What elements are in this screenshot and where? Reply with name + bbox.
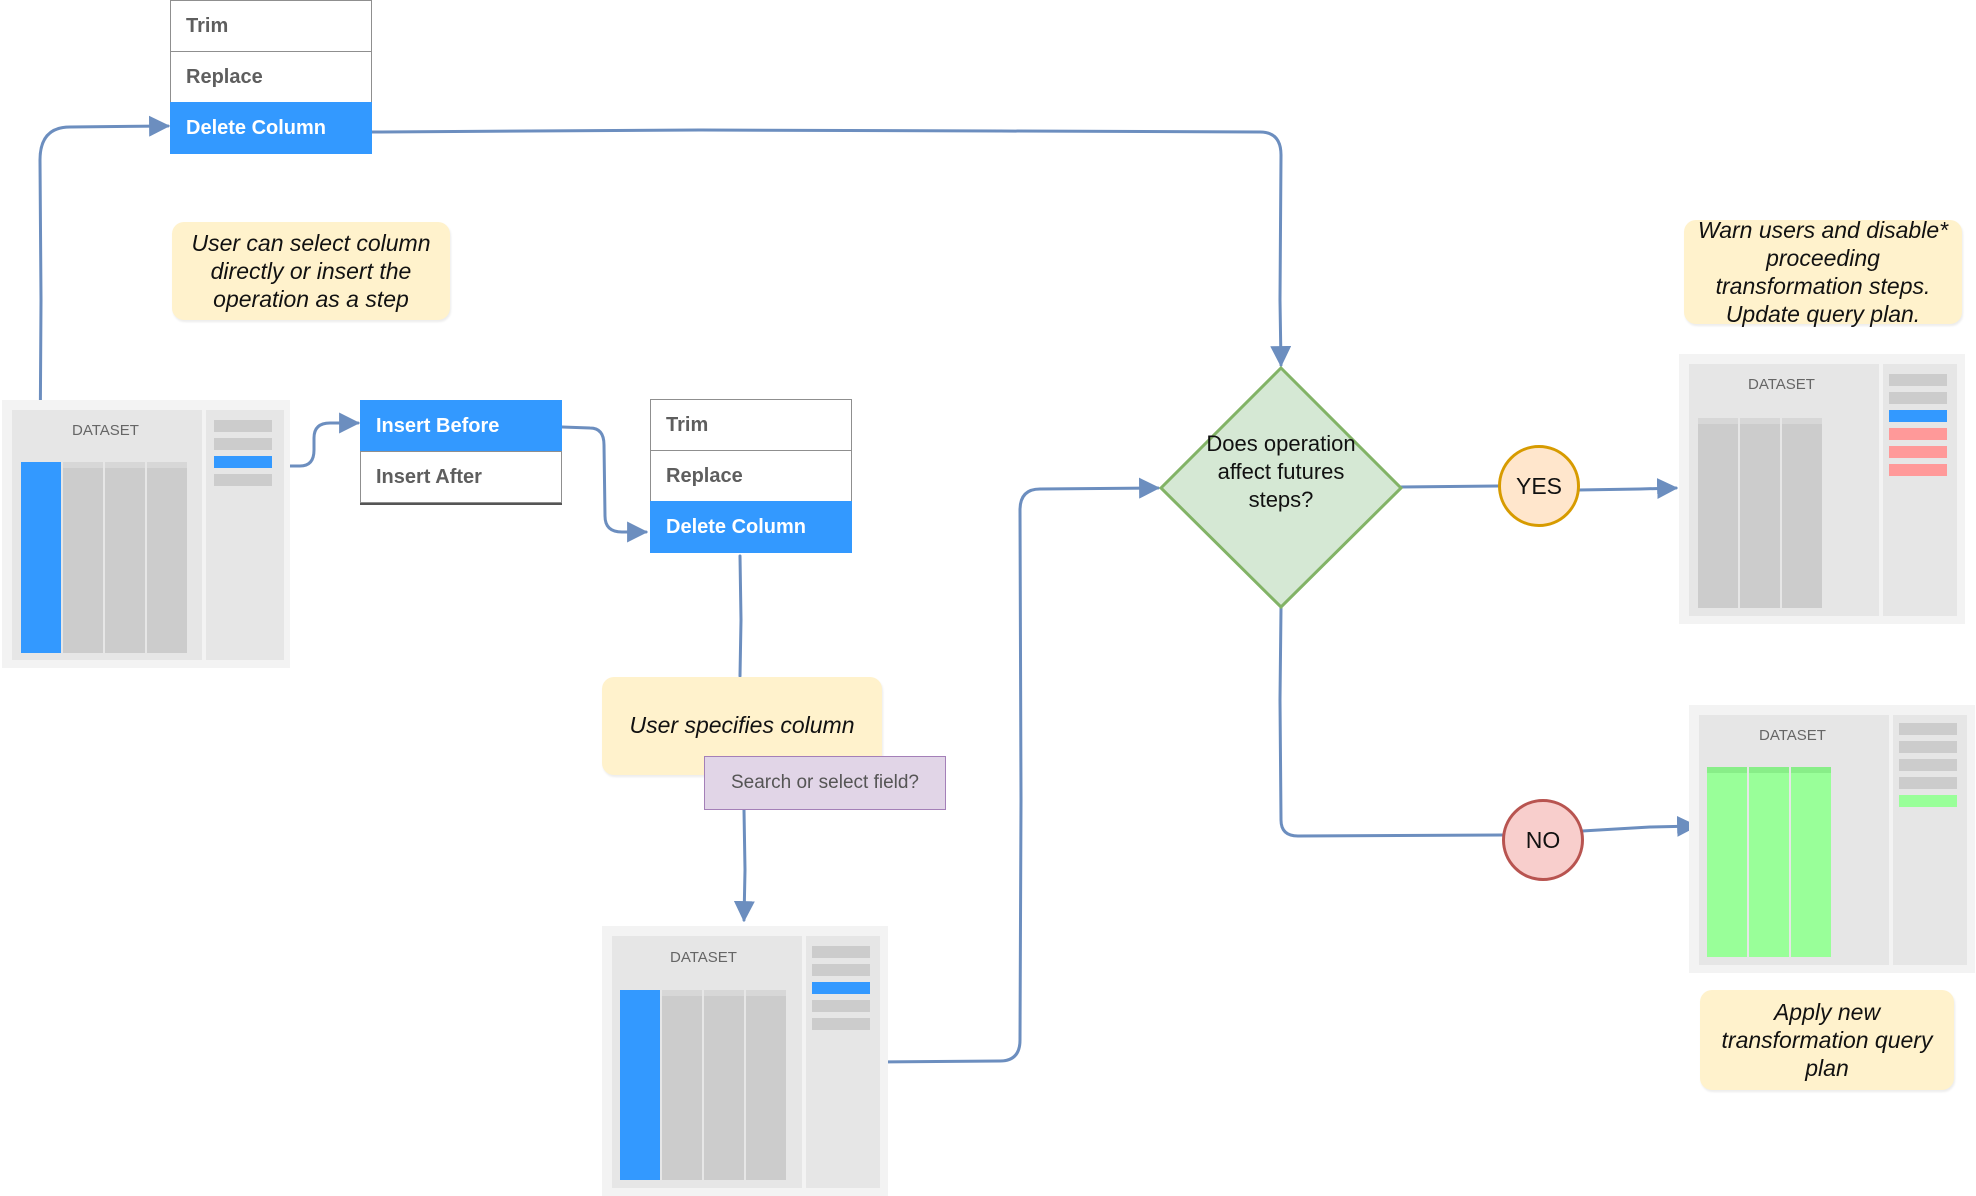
dataset-column[interactable] [105,462,145,653]
sidebar-step[interactable] [1889,392,1947,404]
sidebar-step-new[interactable] [1899,795,1957,807]
dataset-column[interactable] [1749,767,1789,957]
sidebar-step[interactable] [812,1018,870,1030]
menu-item-trim[interactable]: Trim [650,399,852,451]
connector-top-menu-to-decision [370,128,1292,368]
menu-item-replace[interactable]: Replace [170,51,372,103]
dataset-column[interactable] [746,990,786,1180]
sidebar-step-disabled[interactable] [1889,464,1947,476]
dataset-sidebar [206,410,284,660]
dataset-column[interactable] [704,990,744,1180]
dataset-title: DATASET [72,422,139,439]
middle-operations-menu: Trim Replace Delete Column [650,399,852,553]
connector-middle-menu-to-note [738,554,743,678]
dataset-mockup: DATASET [602,926,888,1196]
menu-item-replace[interactable]: Replace [650,450,852,502]
dataset-column-selected[interactable] [620,990,660,1180]
decision-question: Does operation affect futures steps? [1206,431,1356,512]
yes-branch-circle: YES [1498,445,1580,527]
search-field-input[interactable]: Search or select field? [704,756,946,810]
sidebar-step-selected[interactable] [214,456,272,468]
connector-yes-to-warn-dataset [1576,478,1679,500]
sidebar-step[interactable] [812,1000,870,1012]
menu-item-insert-before[interactable]: Insert Before [360,400,562,452]
dataset-mockup-warn: DATASET [1679,354,1965,624]
dataset-sidebar [1893,715,1967,965]
sidebar-step[interactable] [812,946,870,958]
dataset-column[interactable] [1707,767,1747,957]
top-operations-menu: Trim Replace Delete Column [170,0,372,154]
sidebar-step[interactable] [1899,759,1957,771]
dataset-title: DATASET [670,949,737,966]
connector-decision-to-no [1278,606,1504,838]
dataset-mockup-applied: DATASET [1689,705,1975,973]
menu-item-insert-after[interactable]: Insert After [360,451,562,503]
dataset-column[interactable] [1740,418,1780,608]
decision-diamond [1158,365,1404,610]
insert-menu: Insert Before Insert After [360,400,562,503]
sidebar-step[interactable] [214,438,272,450]
sidebar-step-selected[interactable] [812,982,870,994]
no-branch-circle: NO [1502,799,1584,881]
connector-insert-to-middle-menu [560,425,649,543]
note-warn-users: Warn users and disable* proceeding trans… [1684,217,1962,327]
sidebar-step[interactable] [812,964,870,976]
dataset-title: DATASET [1748,376,1815,393]
note-select-column: User can select column directly or inser… [172,222,450,320]
connector-no-to-apply-dataset [1580,815,1699,837]
sidebar-step[interactable] [1899,741,1957,753]
connector-dataset-to-insert-menu [269,412,361,468]
sidebar-step[interactable] [214,474,272,486]
sidebar-step-selected[interactable] [1889,410,1947,422]
note-apply-plan: Apply new transformation query plan [1700,990,1954,1090]
menu-item-delete-column[interactable]: Delete Column [170,102,372,154]
dataset-sidebar [1883,364,1957,616]
dataset-column[interactable] [662,990,702,1180]
sidebar-step[interactable] [1899,777,1957,789]
menu-item-delete-column[interactable]: Delete Column [650,501,852,553]
connector-decision-to-yes [1398,484,1500,489]
connector-dataset-to-top-menu [38,115,171,468]
dataset-title: DATASET [1759,727,1826,744]
dataset-mockup: DATASET [2,400,290,668]
connector-search-to-dataset [733,808,755,923]
dataset-column[interactable] [147,462,187,653]
connector-dataset-to-decision [878,477,1161,1064]
dataset-sidebar [806,936,880,1188]
sidebar-step-disabled[interactable] [1889,428,1947,440]
menu-item-trim[interactable]: Trim [170,0,372,52]
dataset-column[interactable] [63,462,103,653]
dataset-column[interactable] [1791,767,1831,957]
sidebar-step[interactable] [1899,723,1957,735]
sidebar-step-disabled[interactable] [1889,446,1947,458]
dataset-column[interactable] [1782,418,1822,608]
sidebar-step[interactable] [214,420,272,432]
dataset-column-selected[interactable] [21,462,61,653]
dataset-column[interactable] [1698,418,1738,608]
sidebar-step[interactable] [1889,374,1947,386]
